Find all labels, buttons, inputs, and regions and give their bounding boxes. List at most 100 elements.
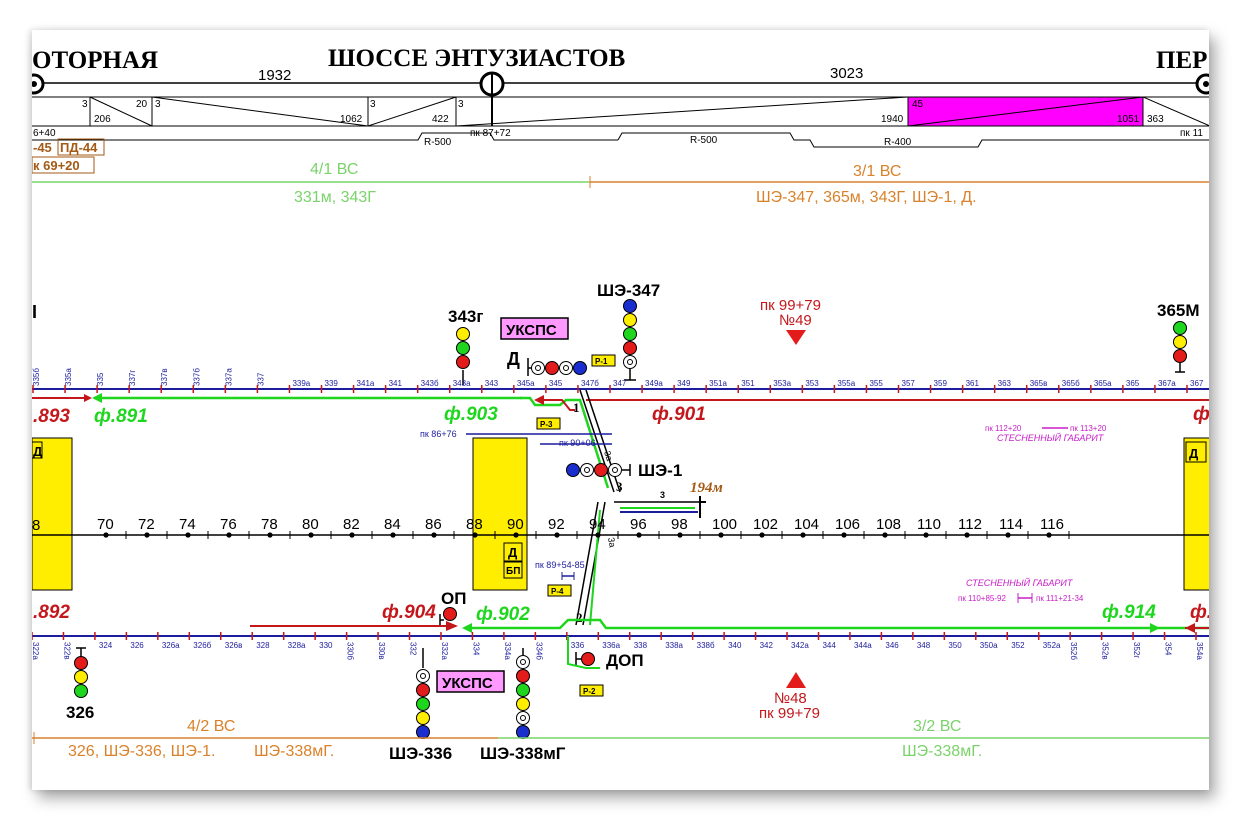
station-axis-right-icon (1195, 73, 1209, 95)
km-post-icon (185, 532, 191, 538)
top-track-label: 367а (1158, 379, 1176, 388)
dop-feeder-line (567, 636, 600, 669)
top-track (32, 385, 1209, 393)
signal-she336-label: ШЭ-336 (389, 744, 452, 763)
pk-111-label: пк 111+21-34 (1036, 594, 1084, 603)
bottom-track-label: 336а (602, 641, 620, 650)
feeder-right-bot-label: ф. (1190, 602, 1209, 623)
bottom-track-label: 338б (697, 641, 715, 650)
platform-middle-label: Д (508, 545, 518, 560)
profile-length-5: 1940 (881, 114, 904, 125)
feeder-904-arrow-icon (446, 621, 458, 631)
signal-326 (74, 647, 88, 698)
km-label: 114 (999, 516, 1023, 533)
track-scheme: ОТОРНАЯ ШОССЕ ЭНТУЗИАСТОВ ПЕР 1932 3023 … (32, 45, 1209, 763)
profile-length-7: 363 (1147, 114, 1164, 125)
km-label: 74 (179, 516, 196, 533)
top-track-label: 343 (485, 379, 499, 388)
feeder-903-label: ф.903 (444, 404, 498, 425)
bottom-track-label: 332а (440, 642, 449, 660)
pd-box (57, 138, 105, 156)
km-label: 82 (343, 516, 360, 533)
top-track-label: 359 (934, 379, 948, 388)
km-label: 90 (507, 516, 524, 533)
bottom-track-label: 334а (503, 642, 512, 660)
top-track-label: 365б (1062, 379, 1080, 388)
top-track-label: 363 (998, 379, 1012, 388)
km-post-icon (923, 532, 929, 538)
signal-she347-label: ШЭ-347 (597, 281, 660, 300)
siding-3-label: 3 (660, 490, 665, 500)
signal-op-label: ОП (441, 589, 466, 608)
bottom-track-label: 352б (1069, 642, 1078, 660)
siding-track-3 (614, 496, 706, 518)
relay-p2-label: Р-2 (583, 687, 596, 696)
feeder-right-top-label: ф. (1193, 404, 1209, 425)
profile-slope-6: 45 (912, 99, 924, 110)
bottom-track-label: 332 (409, 642, 418, 656)
feeder-904-label: ф.904 (382, 602, 436, 623)
marker-bottom-num: №48 (774, 690, 807, 707)
pk-113-label: пк 113+20 (1070, 424, 1107, 433)
profile-length-1: 206 (94, 114, 111, 125)
km-partial-left: 8 (32, 517, 40, 534)
switch-1-label: 1 (573, 400, 580, 415)
signal-dop-label: ДОП (606, 651, 644, 670)
feeder-914-arrow-icon (1150, 623, 1160, 633)
cramped-bottom-label: СТЕСНЕННЫЙ ГАБАРИТ (966, 577, 1074, 588)
platform-right-label: Д (1189, 446, 1199, 461)
bottom-track-label: 334 (471, 642, 480, 656)
km-post-icon (964, 532, 970, 538)
km-label: 70 (97, 516, 114, 533)
plan-right-pk: пк 11 (1180, 128, 1203, 139)
km-post-icon (431, 532, 437, 538)
feeder-891-arrow-icon (92, 393, 102, 403)
bottom-track-label: 352а (1043, 641, 1061, 650)
top-track-label: 347б (581, 379, 599, 388)
ukps-bottom-badge (436, 670, 505, 693)
signal-343g (456, 327, 470, 385)
km-post-icon (472, 532, 478, 538)
bottom-track-label: 330б (346, 642, 355, 660)
km-post-icon (841, 532, 847, 538)
feeder-892-label: .892 (33, 602, 70, 623)
relay-p3-badge (536, 417, 561, 430)
km-post-icon (800, 532, 806, 538)
scheme-frame: ОТОРНАЯ ШОССЕ ЭНТУЗИАСТОВ ПЕР 1932 3023 … (32, 30, 1209, 790)
km-label: 108 (876, 516, 901, 533)
bottom-track-label: 330в (377, 642, 386, 660)
bottom-track-label: 344 (822, 641, 836, 650)
switch-3a-bot-label: 3а (606, 537, 618, 549)
feeder-902-label: ф.902 (476, 604, 530, 625)
km-label: 78 (261, 516, 278, 533)
bottom-track (32, 632, 1209, 640)
km-post-icon (308, 532, 314, 538)
km-label: 112 (958, 516, 982, 533)
top-track-label: 365 (1126, 379, 1140, 388)
top-track-label: 343б (421, 379, 439, 388)
feeder-891-label: ф.891 (94, 406, 148, 427)
km-label: 104 (794, 516, 819, 533)
km-post-icon (718, 532, 724, 538)
top-track-label: 335б (32, 368, 41, 386)
signal-365m (1173, 321, 1187, 373)
top-track-label: 337а (224, 368, 233, 386)
top-track-label: 337 (256, 372, 265, 386)
top-track-label: 353 (805, 379, 819, 388)
top-track-label: 337в (160, 368, 169, 386)
top-track-label: 341 (389, 379, 403, 388)
relay-p1-badge (591, 354, 616, 367)
top-track-label: 349а (645, 379, 663, 388)
profile-slope-5: 3 (458, 99, 464, 110)
km-label: 72 (138, 516, 155, 533)
km-post-icon (1046, 532, 1052, 538)
top-track-label: 337г (128, 370, 137, 386)
feeder-902-line (466, 618, 1209, 630)
bottom-track-label: 338а (665, 641, 683, 650)
km-post-icon (677, 532, 683, 538)
profile-slope-4: 3 (370, 99, 376, 110)
km-post-icon (390, 532, 396, 538)
plan-strip (32, 132, 1209, 148)
